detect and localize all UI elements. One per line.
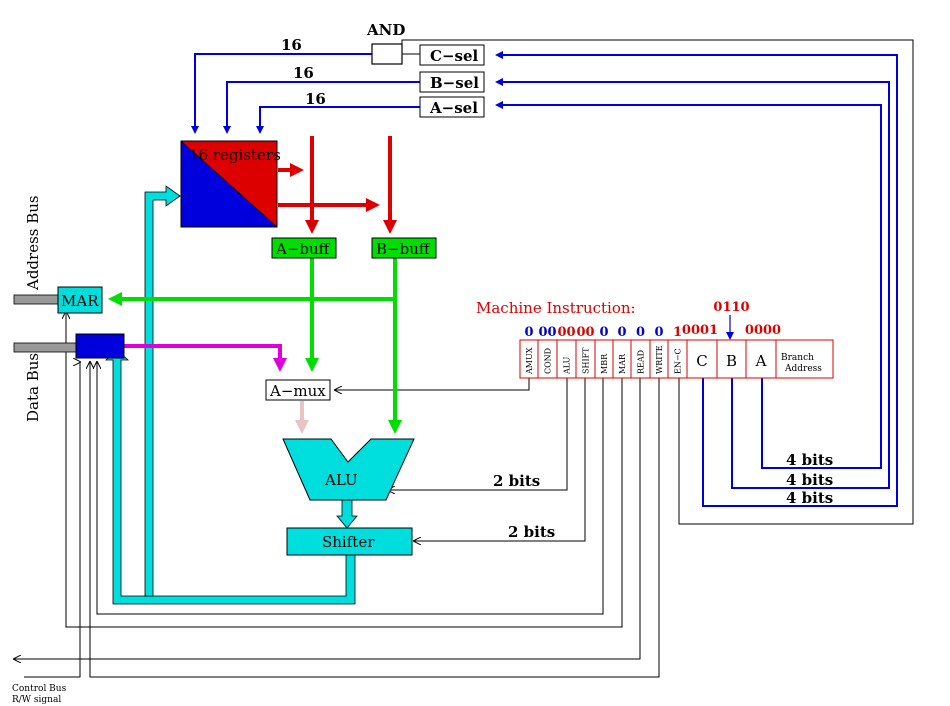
shifter-label: Shifter xyxy=(322,533,375,551)
a-mux-box xyxy=(265,379,331,401)
alu-shape xyxy=(282,438,415,501)
b-sel-box xyxy=(419,71,485,93)
control-lines xyxy=(14,39,914,678)
alu-bits-label: 2 bits xyxy=(493,472,540,490)
mbr-control-line xyxy=(97,362,604,615)
b-bits-label: 4 bits xyxy=(786,471,833,489)
instr-field-name: MAR xyxy=(618,353,627,374)
instr-field-value: 0 xyxy=(617,325,626,340)
instr-reg-field-name: C xyxy=(696,352,707,370)
instr-reg-field-name: B xyxy=(726,352,737,370)
a-buff-box xyxy=(271,237,337,259)
a-sel-line xyxy=(495,101,882,469)
read-control-line xyxy=(14,378,641,659)
amux-control-line xyxy=(335,378,530,390)
instr-field-name: SHIFT xyxy=(582,347,591,374)
buffer-output-buses xyxy=(108,258,402,434)
write-control-line xyxy=(90,362,660,678)
instr-reg-field-value: 0000 xyxy=(745,323,781,338)
mbr-register xyxy=(75,333,125,359)
branch-label-1: Branch xyxy=(781,353,814,363)
instr-field-name: AMUX xyxy=(525,347,534,375)
c-sel-label: C−sel xyxy=(430,47,478,65)
and-gate xyxy=(371,43,403,65)
instr-field-value: 0 xyxy=(636,325,645,340)
control-bus-label: Control Bus xyxy=(12,684,67,694)
instr-reg-field-value: 0110 xyxy=(713,300,749,315)
b-sel-to-registers-line xyxy=(223,81,420,134)
instr-reg-field-box xyxy=(686,339,718,379)
b-buff-box xyxy=(371,237,437,259)
instr-reg-field-value: 0001 xyxy=(682,323,718,338)
c-sel-line xyxy=(495,51,898,507)
select-lines xyxy=(191,51,898,507)
b-width-label: 16 xyxy=(293,64,314,82)
mar-label: MAR xyxy=(61,292,99,310)
instr-reg-field-box xyxy=(716,339,747,379)
c-bus xyxy=(104,185,358,605)
address-bus-label: Address Bus xyxy=(24,195,42,291)
instr-field-name: EN−C xyxy=(674,348,683,374)
branch-address-field xyxy=(775,339,834,379)
a-buff-label: A−buff xyxy=(275,240,331,258)
c-bits-label: 4 bits xyxy=(786,489,833,507)
register-file: 16 registers xyxy=(180,140,281,228)
rw-signal-label: R/W signal xyxy=(12,695,61,705)
instr-field-name: MBR xyxy=(600,353,609,374)
instr-field-name: ALU xyxy=(563,356,572,375)
instr-field-value: 00 xyxy=(557,325,575,340)
mar-register xyxy=(57,286,103,314)
c-width-label: 16 xyxy=(281,36,302,54)
en-c-line xyxy=(401,39,914,525)
a-sel-box xyxy=(419,96,485,118)
rw-line xyxy=(24,362,81,678)
and-to-registers-line xyxy=(191,53,372,134)
instr-reg-field-name: A xyxy=(755,352,767,370)
instr-field-name: COND xyxy=(544,348,553,374)
a-bits-label: 4 bits xyxy=(786,451,833,469)
mar-control-line xyxy=(66,312,623,628)
and-gate-label: AND xyxy=(366,21,405,39)
instr-field-name: READ xyxy=(637,350,646,374)
alu-control-line xyxy=(388,378,568,490)
c-sel-box xyxy=(419,44,485,66)
branch-label-2: Address xyxy=(784,364,822,374)
b-sel-line xyxy=(495,78,890,489)
a-mux-label: A−mux xyxy=(269,382,326,400)
shifter-box xyxy=(286,527,413,556)
instr-field-value: 0 xyxy=(599,325,608,340)
a-width-label: 16 xyxy=(305,90,326,108)
data-bus-label: Data Bus xyxy=(24,353,42,422)
instr-field-value: 00 xyxy=(538,325,556,340)
instr-field-value: 00 xyxy=(576,325,594,340)
a-sel-label: A−sel xyxy=(429,99,478,117)
instr-field-value: 0 xyxy=(524,325,533,340)
instr-field-value: 1 xyxy=(673,325,682,340)
b-buff-label: B−buff xyxy=(376,240,431,258)
shift-control-line xyxy=(414,378,586,541)
instr-reg-field-box xyxy=(745,339,777,379)
b-sel-label: B−sel xyxy=(430,74,479,92)
register-output-buses xyxy=(278,136,397,234)
a-sel-to-registers-line xyxy=(256,106,420,134)
shift-bits-label: 2 bits xyxy=(508,523,555,541)
mbr-to-amux-bus xyxy=(124,344,287,372)
instr-field-name: WRITE xyxy=(655,345,664,374)
machine-instruction-title: Machine Instruction: xyxy=(476,299,636,317)
instr-field-value: 0 xyxy=(654,325,663,340)
alu-label: ALU xyxy=(324,471,358,489)
register-file-label: 16 registers xyxy=(189,146,281,164)
